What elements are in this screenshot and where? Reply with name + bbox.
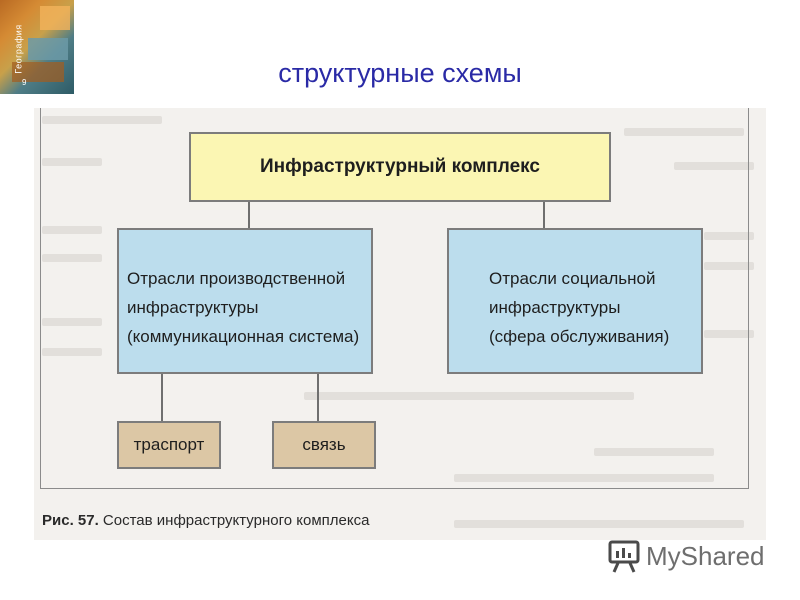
background-text-line (42, 158, 102, 166)
logo-text: MyShared (646, 540, 765, 571)
cover-grade: 9 (22, 78, 27, 87)
node-line: (коммуникационная система) (127, 327, 360, 346)
connector-line (317, 374, 319, 421)
background-text-line (42, 116, 162, 124)
communication-node: связь (272, 421, 376, 469)
node-line: инфраструктуры (127, 298, 259, 317)
root-node-label: Инфраструктурный комплекс (260, 156, 540, 177)
background-text-line (704, 262, 754, 270)
node-line: Отрасли социальной (489, 269, 656, 288)
background-text-line (454, 474, 714, 482)
connector-line (543, 202, 545, 228)
background-text-line (454, 520, 744, 528)
cover-tile (12, 62, 64, 82)
node-line: (сфера обслуживания) (489, 327, 670, 346)
background-text-line (704, 330, 754, 338)
connector-line (248, 202, 250, 228)
background-text-line (42, 226, 102, 234)
root-node: Инфраструктурный комплекс (189, 132, 611, 202)
connector-line (161, 374, 163, 421)
diagram-frame: Инфраструктурный комплекс Отрасли произв… (40, 108, 749, 489)
background-text-line (704, 232, 754, 240)
scanned-figure: Инфраструктурный комплекс Отрасли произв… (34, 108, 766, 540)
transport-node-label: траспорт (133, 435, 205, 454)
presentation-board-icon (608, 540, 640, 573)
book-cover-thumbnail: География 9 (0, 0, 74, 94)
background-text-line (42, 254, 102, 262)
cover-tile (40, 6, 70, 30)
transport-node: траспорт (117, 421, 221, 469)
background-text-line (42, 348, 102, 356)
figure-caption-text: Состав инфраструктурного комплекса (98, 512, 370, 529)
background-text-line (304, 392, 634, 400)
node-line: Отрасли производственной (127, 269, 346, 288)
background-text-line (594, 448, 714, 456)
slide-title: структурные схемы (278, 58, 522, 88)
node-line: инфраструктуры (489, 298, 621, 317)
communication-node-label: связь (302, 435, 346, 454)
social-infrastructure-node: Отрасли социальной инфраструктуры (сфера… (447, 228, 703, 374)
cover-tile (28, 38, 68, 60)
figure-caption: Рис. 57. Состав инфраструктурного компле… (42, 512, 369, 529)
figure-caption-label: Рис. 57. (42, 512, 99, 529)
background-text-line (624, 128, 744, 136)
production-infrastructure-node: Отрасли производственной инфраструктуры … (117, 228, 373, 374)
background-text-line (674, 162, 754, 170)
background-text-line (42, 318, 102, 326)
myshared-logo[interactable]: MyShared (608, 536, 768, 576)
